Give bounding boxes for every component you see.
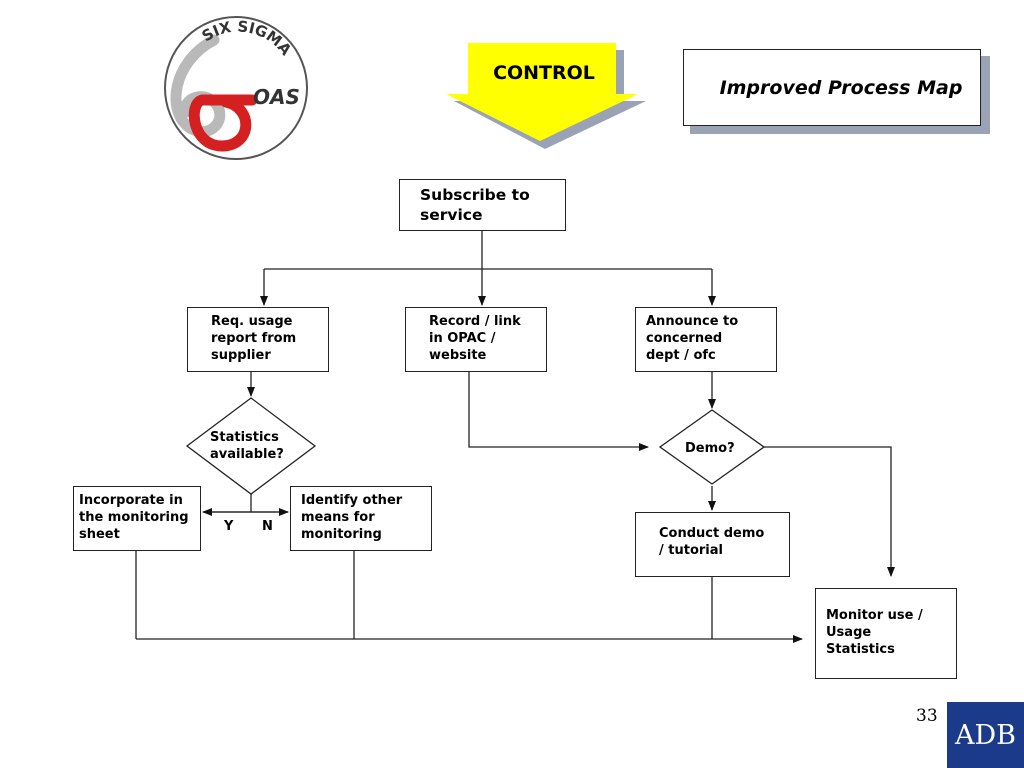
statistics-decision-diamond [185, 397, 317, 495]
adb-logo: ADB [947, 702, 1024, 768]
step-incorporate: Incorporate in the monitoring sheet [73, 486, 201, 551]
arrow-record-to-demo [468, 372, 649, 451]
decision-demo-label: Demo? [685, 441, 735, 456]
adb-logo-text: ADB [955, 719, 1016, 751]
decision-statistics-label: Statistics available? [210, 430, 284, 462]
six-sigma-logo: SIX SIGMA OAS [164, 16, 308, 160]
logo-side-text: OAS [253, 85, 300, 109]
control-arrow-body [446, 43, 638, 141]
step-announce: Announce to concerned dept / ofc [635, 307, 777, 372]
branch-no-label: N [262, 519, 273, 534]
step-identify-other: Identify other means for monitoring [290, 486, 432, 551]
step-conduct-demo: Conduct demo / tutorial [635, 512, 790, 577]
step-record-link: Record / link in OPAC / website [405, 307, 547, 372]
step-req-usage-report: Req. usage report from supplier [187, 307, 329, 372]
connectors [135, 231, 895, 643]
logo-sigma-glyph [188, 94, 258, 152]
page-number: 33 [916, 706, 938, 726]
slide-title: Improved Process Map [719, 76, 963, 99]
arrow-demo-no-to-monitor [762, 446, 895, 577]
control-phase-label: CONTROL [493, 62, 595, 84]
branch-yes-label: Y [224, 519, 234, 534]
title-box: Improved Process Map [683, 49, 981, 126]
demo-decision-diamond [658, 409, 766, 485]
step-monitor-use: Monitor use / Usage Statistics [815, 588, 957, 679]
step-subscribe: Subscribe to service [399, 179, 566, 231]
control-arrow [446, 43, 646, 149]
